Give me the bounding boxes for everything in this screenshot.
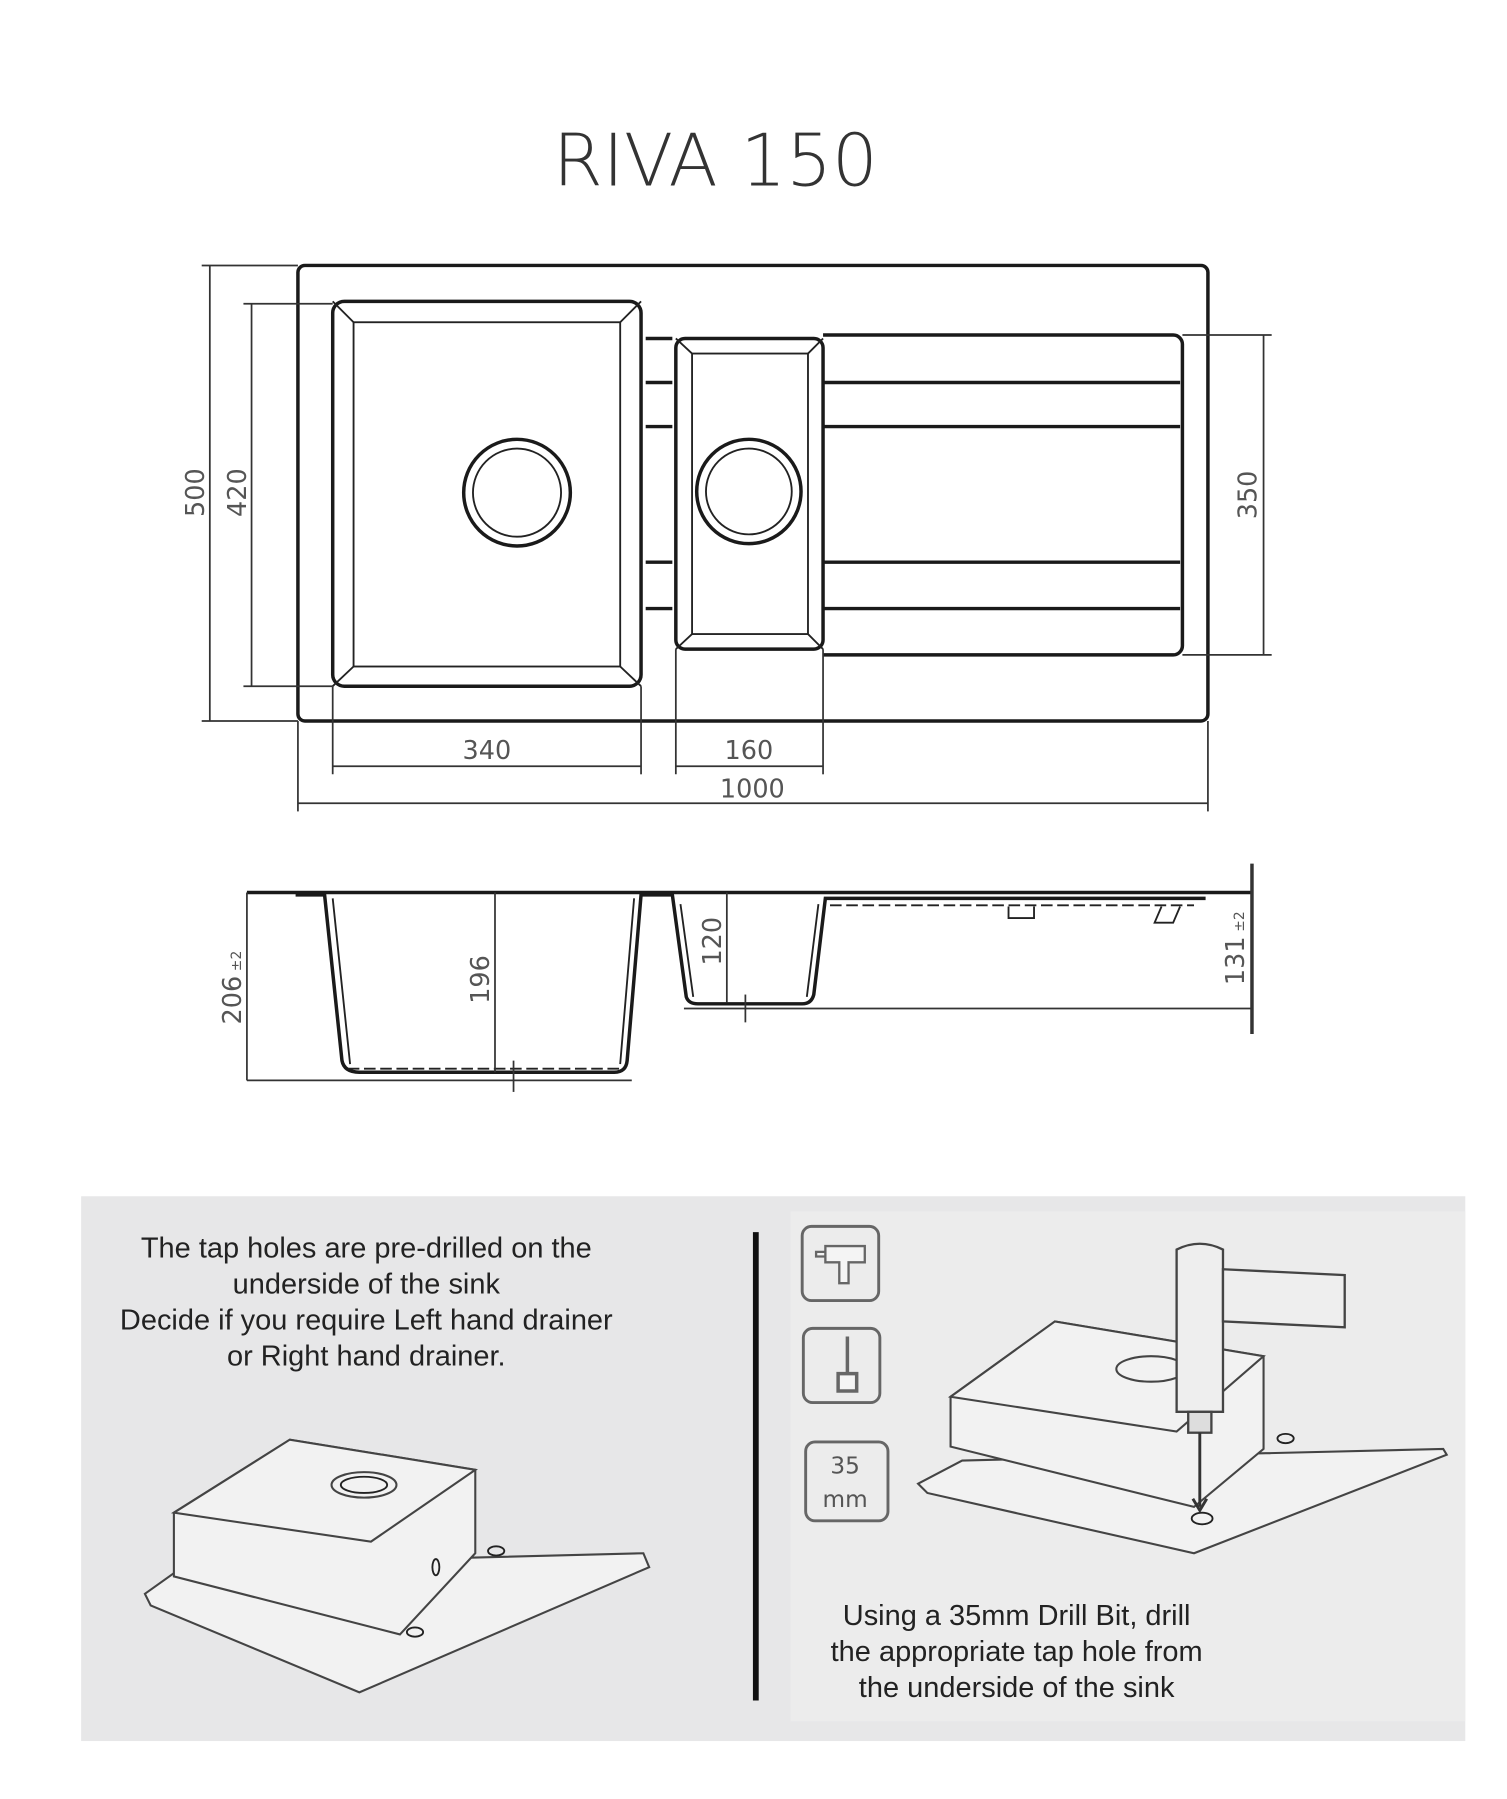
instruction-line: or Right hand drainer. [227, 1340, 506, 1372]
size-35mm-icon: 35 mm [804, 1440, 890, 1523]
drilling-sketch [916, 1242, 1449, 1555]
dim-half-bowl-depth: 350 [1234, 471, 1264, 520]
drainer [823, 333, 1185, 657]
instruction-line: the underside of the sink [859, 1672, 1175, 1704]
drill-icon [800, 1224, 881, 1303]
product-title: RIVA 150 [553, 118, 878, 202]
right-instructions: Using a 35mm Drill Bit, drill the approp… [831, 1600, 1203, 1704]
instruction-line: Decide if you require Left hand drainer [120, 1305, 613, 1337]
dim-bowl-depth: 420 [223, 468, 253, 517]
dim-overall-depth: 500 [181, 468, 211, 517]
sink-outline [296, 263, 1210, 723]
drill-size-value: 35 [830, 1452, 860, 1479]
side-view: 206±2 196 120 131±2 [218, 863, 1254, 1092]
instruction-line: underside of the sink [233, 1269, 501, 1301]
dim-overall-width: 1000 [720, 774, 785, 804]
side-profile [295, 893, 1206, 1074]
sink-underside-sketch [143, 1438, 651, 1694]
instruction-line: Using a 35mm Drill Bit, drill [843, 1600, 1191, 1632]
dim-bowl-height: 196 [466, 955, 496, 1004]
dim-overall-height: 206±2 [218, 951, 248, 1025]
dim-half-bowl-height: 120 [698, 917, 728, 966]
dim-drainer-height: 131±2 [1221, 911, 1251, 985]
drill-bit-icon [801, 1326, 882, 1405]
main-bowl-inner [352, 321, 622, 668]
instruction-panel: The tap holes are pre-drilled on the und… [81, 1196, 1466, 1742]
top-view: 500 420 350 340 160 1000 [181, 263, 1272, 812]
instruction-line: The tap holes are pre-drilled on the [141, 1233, 592, 1265]
main-bowl [330, 299, 643, 688]
instruction-line: the appropriate tap hole from [831, 1636, 1203, 1668]
left-instructions: The tap holes are pre-drilled on the und… [120, 1233, 613, 1373]
dim-bowl-width: 340 [463, 736, 512, 766]
half-bowl-drain [694, 437, 803, 546]
dim-half-bowl-width: 160 [725, 736, 774, 766]
main-bowl-drain [461, 437, 573, 548]
drill-size-unit: mm [823, 1486, 868, 1513]
half-bowl [674, 336, 825, 651]
